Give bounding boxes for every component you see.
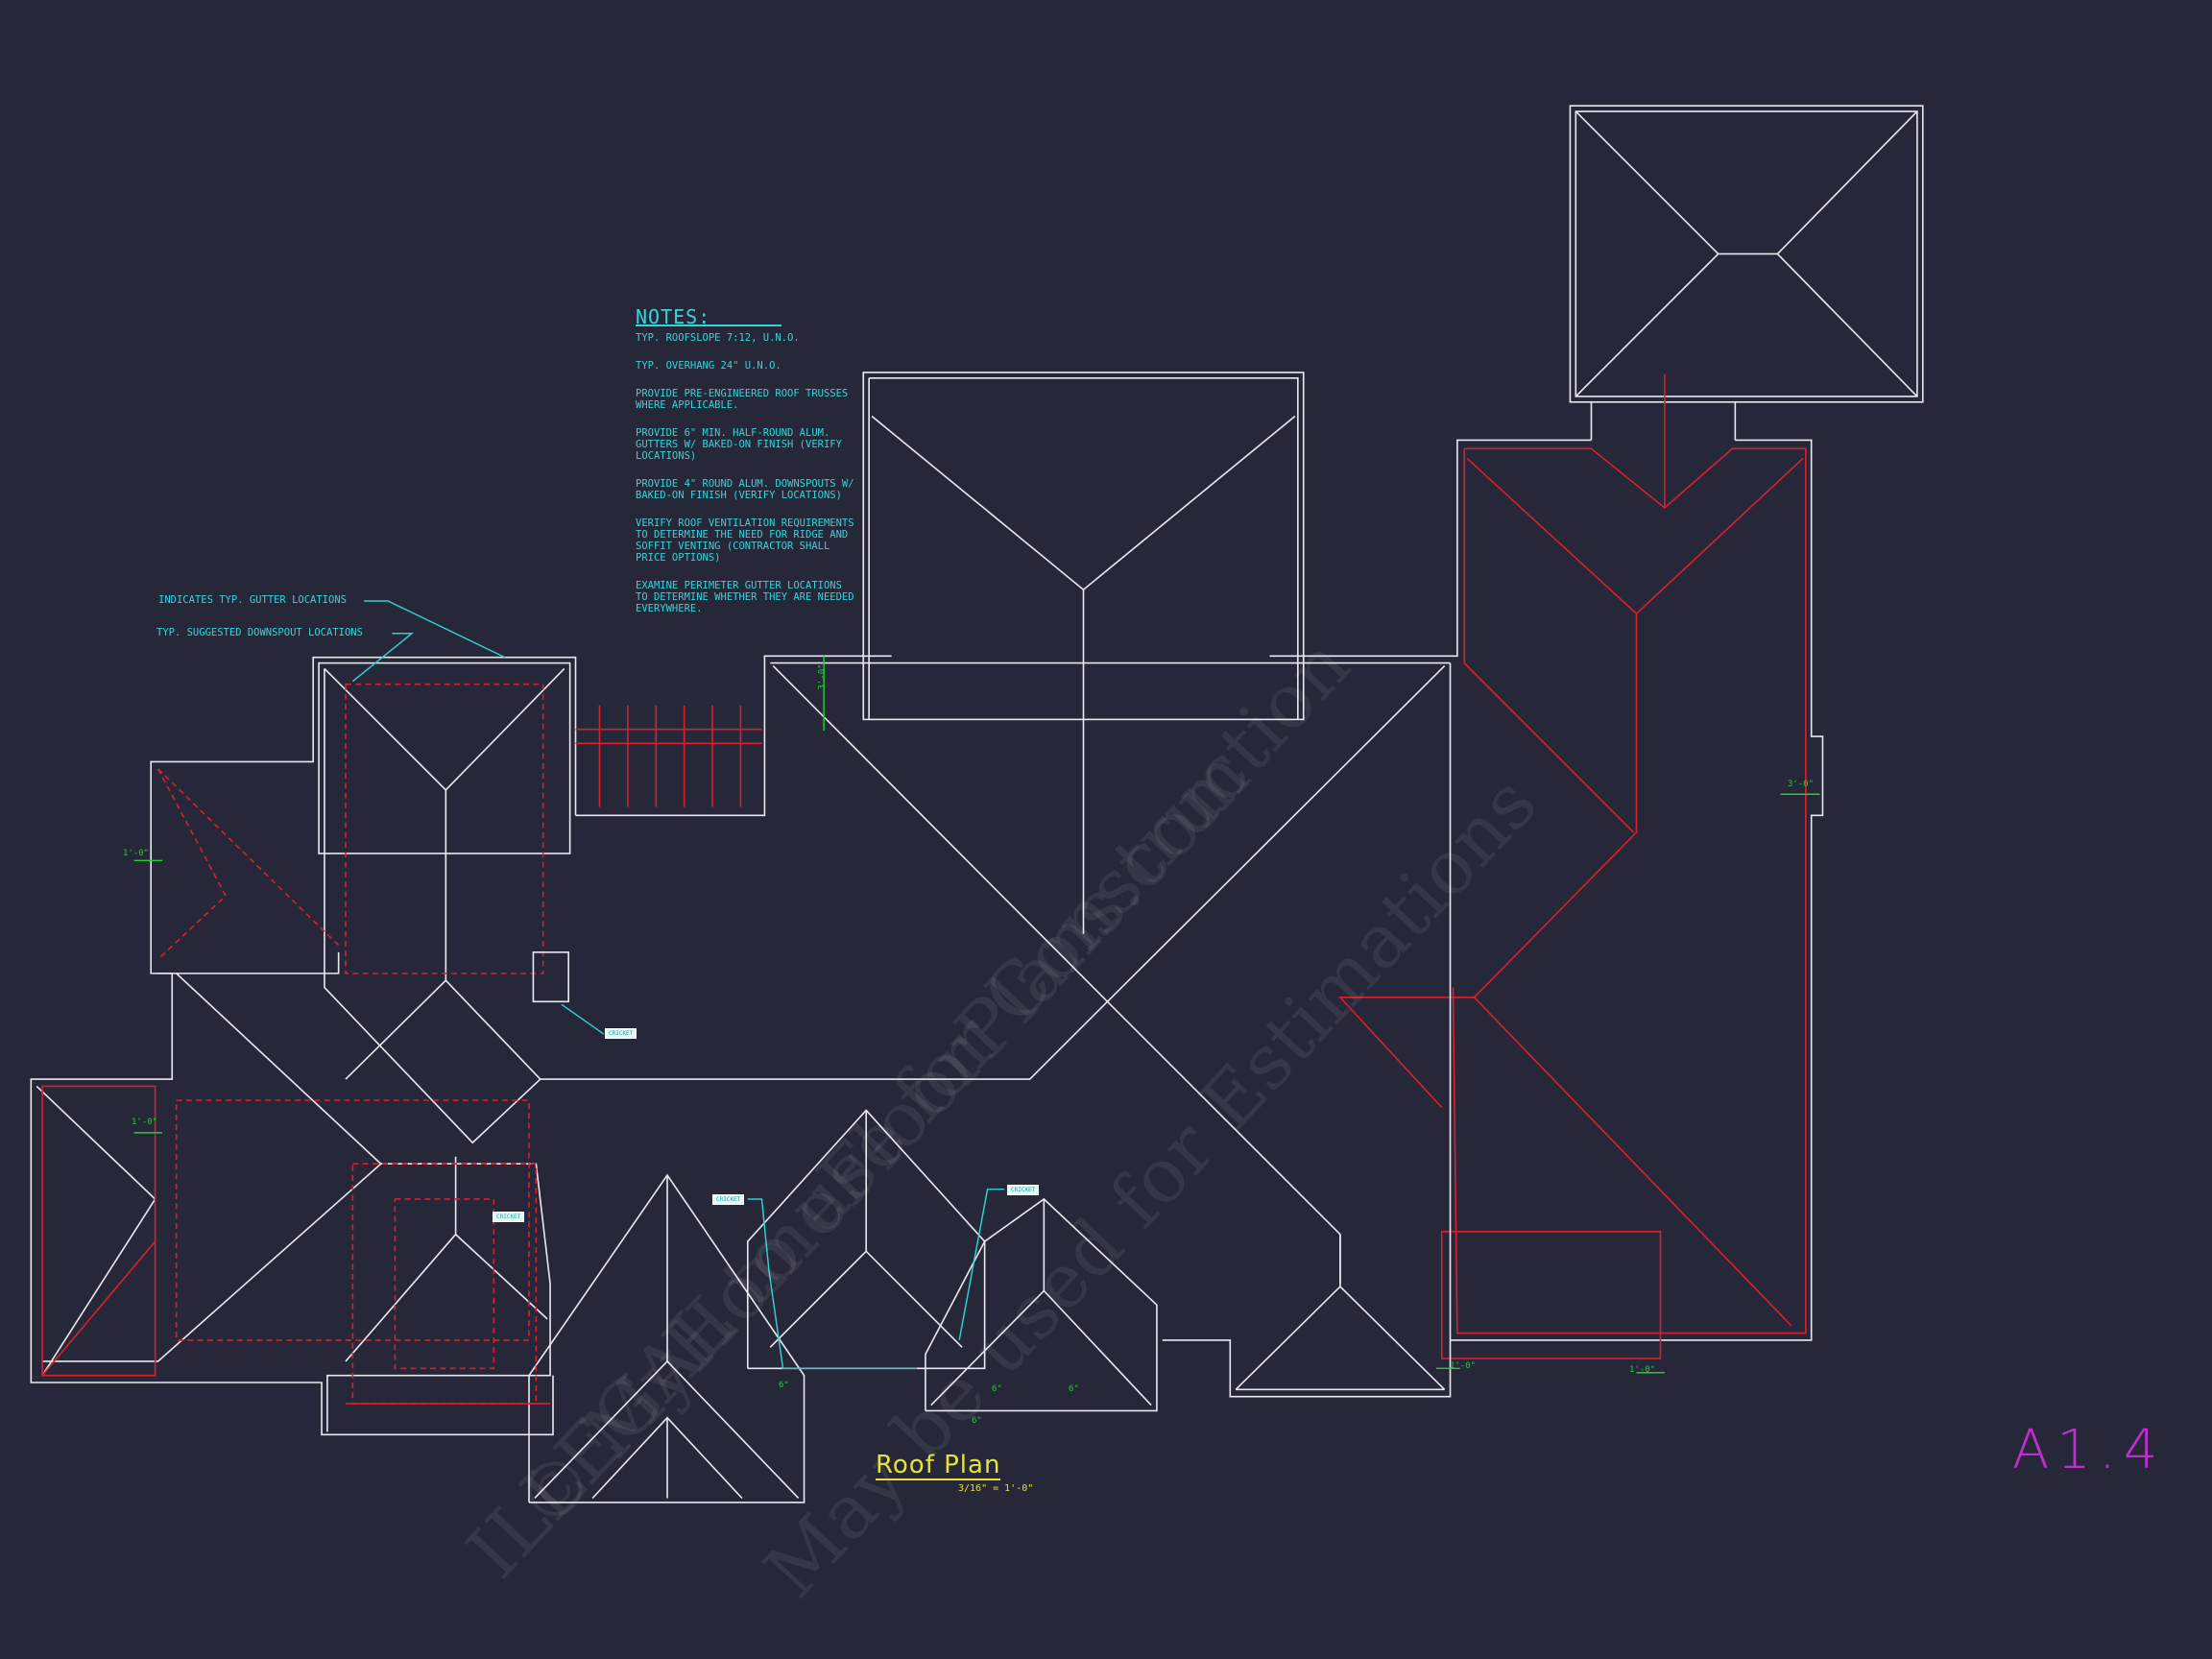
- dimension-label: 3'-0": [817, 663, 828, 690]
- note-item: PROVIDE PRE-ENGINEERED ROOF TRUSSES WHER…: [636, 388, 849, 411]
- cricket-tag: CRICKET: [712, 1194, 745, 1205]
- cricket-tag: CRICKET: [605, 1028, 637, 1039]
- dimension-label: 6": [779, 1381, 789, 1390]
- drawing-scale: 3/16" = 1'-0": [958, 1483, 1034, 1494]
- notes-block: NOTES: TYP. ROOFSLOPE 7:12, U.N.O. TYP. …: [636, 307, 856, 631]
- note-item: PROVIDE 6" MIN. HALF-ROUND ALUM. GUTTERS…: [636, 427, 842, 462]
- gutter-legend: INDICATES TYP. GUTTER LOCATIONS: [158, 594, 347, 606]
- roof-gables-south: [528, 1109, 1158, 1503]
- roof-wing-west: [30, 656, 577, 1436]
- dimension-label: 1'-0": [1450, 1361, 1477, 1371]
- note-item: PROVIDE 4" ROUND ALUM. DOWNSPOUTS w/ BAK…: [636, 478, 854, 501]
- dimension-label: 1'-0": [132, 1118, 158, 1127]
- drawing-title: Roof Plan: [876, 1451, 1001, 1480]
- pergola: [575, 705, 762, 807]
- dimension-marks: [133, 656, 1820, 1374]
- dimension-label: 6": [1069, 1384, 1079, 1394]
- note-item: TYP. OVERHANG 24" U.N.O.: [636, 360, 781, 372]
- roof-wing-east: [1269, 373, 1824, 1359]
- callout-leaders: [351, 600, 1005, 1370]
- dimension-label: 6": [992, 1384, 1002, 1394]
- sheet-number: A1.4: [2012, 1419, 2166, 1481]
- note-item: VERIFY ROOF VENTILATION REQUIREMENTS TO …: [636, 517, 854, 564]
- dimension-label: 1'-0": [123, 849, 150, 858]
- dimension-label: 1'-0": [1629, 1365, 1656, 1375]
- central-gable: [862, 372, 1305, 934]
- main-roof-body: [540, 655, 1452, 1398]
- dimension-label: 3'-0": [1788, 780, 1815, 789]
- dimension-label: 6": [972, 1416, 982, 1426]
- downspout-legend: TYP. SUGGESTED DOWNSPOUT LOCATIONS: [156, 627, 363, 638]
- cricket-tag: CRICKET: [493, 1212, 525, 1222]
- cricket-tag: CRICKET: [1007, 1185, 1040, 1195]
- hip-roof-northeast: [1569, 105, 1924, 441]
- note-item: EXAMINE PERIMETER GUTTER LOCATIONS TO DE…: [636, 580, 854, 614]
- note-item: TYP. ROOFSLOPE 7:12, U.N.O.: [636, 332, 800, 344]
- notes-heading: NOTES:: [636, 307, 781, 326]
